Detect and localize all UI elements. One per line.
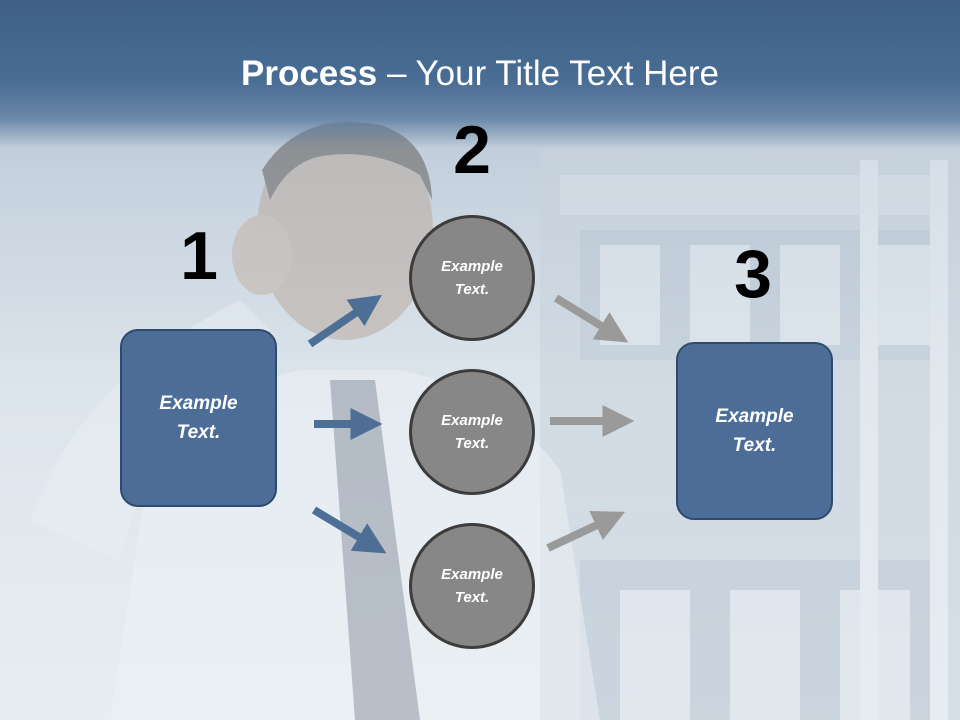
circle-bottom-line1: Example — [441, 566, 503, 583]
circle-bottom-line2: Text. — [454, 589, 490, 606]
circle-top[interactable]: Example Text. — [409, 215, 535, 341]
page-title: Process – Your Title Text Here — [0, 52, 960, 96]
arrow-from-circle-bottom — [546, 510, 626, 552]
circle-middle-line2: Text. — [454, 435, 490, 452]
circle-bottom[interactable]: Example Text. — [409, 523, 535, 649]
arrow-to-circle-top — [307, 294, 382, 348]
circle-middle[interactable]: Example Text. — [409, 369, 535, 495]
input-box-line1: Example — [159, 393, 238, 414]
input-box-line2: Text. — [176, 422, 221, 443]
output-box-line2: Text. — [732, 435, 777, 456]
title-bold: Process — [241, 54, 378, 93]
output-box[interactable]: Example Text. — [676, 342, 833, 520]
output-box-line1: Example — [715, 406, 794, 427]
input-box[interactable]: Example Text. — [120, 329, 277, 507]
arrow-from-circle-top — [553, 294, 629, 343]
circle-middle-line1: Example — [441, 412, 503, 429]
step-number-3: 3 — [734, 236, 772, 312]
circle-top-line1: Example — [441, 258, 503, 275]
circle-top-line2: Text. — [454, 281, 490, 298]
step-number-1: 1 — [180, 218, 218, 294]
title-rest: – Your Title Text Here — [377, 54, 719, 93]
arrow-to-circle-bottom — [311, 506, 387, 554]
step-number-2: 2 — [453, 112, 491, 188]
header-band — [0, 0, 960, 148]
